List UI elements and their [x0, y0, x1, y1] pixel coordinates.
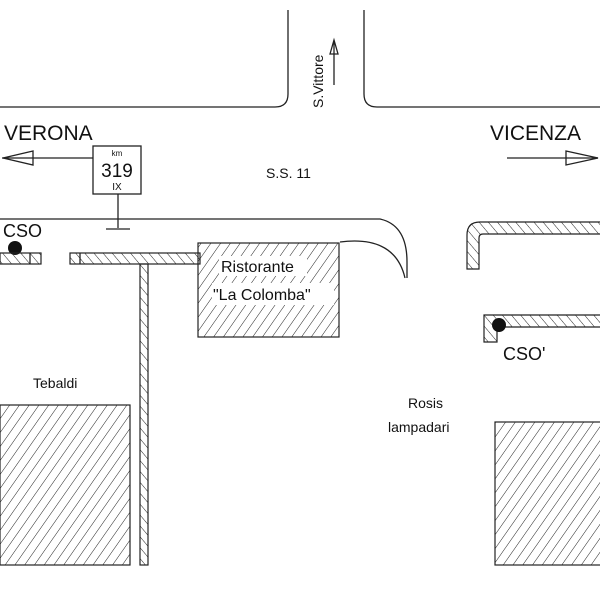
cso-left-marker-icon — [8, 241, 22, 255]
restaurant-name-line2: "La Colomba" — [213, 287, 311, 304]
verona-label: VERONA — [4, 122, 93, 145]
vicenza-arrow-icon — [507, 150, 599, 166]
wall-center — [69, 252, 201, 265]
km-sign-roman: IX — [112, 182, 122, 193]
road-edge-top-right — [363, 10, 600, 108]
tebaldi-label: Tebaldi — [33, 375, 77, 391]
road-edge-bottom — [0, 218, 408, 278]
km-sign-unit: km — [112, 149, 123, 158]
cso-right-marker-icon — [492, 318, 506, 332]
tebaldi-building — [0, 404, 131, 566]
wall-right-cso — [483, 314, 600, 343]
rosis-label-line2: lampadari — [388, 419, 449, 435]
km-sign: km 319 IX — [92, 145, 142, 230]
road-edge-top-left — [0, 10, 289, 108]
s-vittore-arrow-icon — [329, 37, 339, 85]
vicenza-label: VICENZA — [490, 122, 581, 145]
rosis-building — [494, 421, 600, 566]
road-name-label: S.S. 11 — [266, 165, 311, 181]
restaurant-name-line1: Ristorante — [221, 259, 294, 276]
rosis-label-line1: Rosis — [408, 395, 443, 411]
wall-vertical — [139, 263, 149, 566]
verona-arrow-icon — [2, 150, 93, 166]
cso-left-label: CSO — [3, 221, 42, 241]
s-vittore-label: S.Vittore — [310, 54, 326, 108]
wall-left — [0, 252, 42, 265]
km-sign-number: 319 — [101, 161, 133, 182]
road-entrance-curve — [339, 240, 406, 279]
cso-right-label: CSO' — [503, 344, 545, 364]
wall-right-top — [466, 221, 600, 270]
